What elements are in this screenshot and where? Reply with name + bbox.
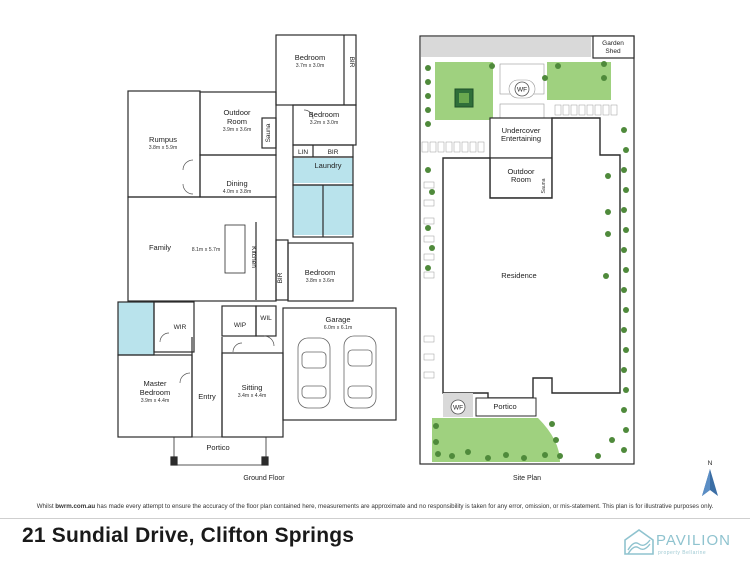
rumpus-dim: 3.8m x 5.9m — [149, 145, 178, 151]
bedroom-top-dim: 3.7m x 3.0m — [296, 63, 325, 69]
garage-label: Garage — [325, 315, 350, 324]
disclaimer-text: has made every attempt to ensure the acc… — [95, 503, 714, 510]
garage-dim: 6.0m x 6.1m — [324, 325, 353, 331]
garden-shed — [592, 35, 635, 59]
outdoor-room-label-2: Room — [227, 117, 247, 126]
portico-walls — [173, 436, 267, 466]
site-portico — [475, 397, 537, 417]
site-sauna-label: Sauna — [541, 178, 547, 193]
sitting-label: Sitting — [242, 383, 263, 392]
garden-shed-label-2: Shed — [605, 48, 621, 55]
disclaimer: Whilst bwrm.com.au has made every attemp… — [0, 503, 750, 510]
brand-name: PAVILION — [656, 532, 731, 549]
bedroom-third-walls — [287, 242, 354, 302]
north-arrow-icon: N — [702, 460, 718, 496]
rear-lawn-right — [547, 62, 611, 100]
bir-top-label: BIR — [348, 57, 355, 68]
dining-label: Dining — [226, 179, 247, 188]
residence-footprint — [442, 117, 621, 399]
dining-dim: 4.0m x 3.8m — [223, 189, 252, 195]
bedroom-third-label: Bedroom — [305, 268, 335, 277]
site-plan-caption: Site Plan — [513, 475, 541, 482]
sauna-label: Sauna — [265, 123, 272, 142]
sitting-dim: 3.4m x 4.4m — [238, 393, 267, 399]
outdoor-room-label-1: Outdoor — [223, 108, 251, 117]
garage-cars — [297, 335, 377, 409]
footer-divider — [0, 518, 750, 519]
master-label-1: Master — [144, 379, 167, 388]
ground-floor-caption: Ground Floor — [243, 475, 285, 482]
bir-laundry-label: BIR — [328, 149, 339, 156]
garden-shed-label-1: Garden — [602, 40, 624, 47]
entry-label: Entry — [198, 392, 216, 401]
lin-label: LIN — [298, 149, 308, 156]
wip-label: WIP — [234, 322, 246, 329]
north-label: N — [708, 460, 713, 467]
brand-tagline: property Bellarine — [658, 550, 707, 556]
undercover-entertaining — [489, 117, 553, 159]
outdoor-room-dim: 3.9m x 3.6m — [223, 127, 252, 133]
rear-paving — [421, 37, 591, 57]
wf-bottom-label: WF — [453, 405, 463, 412]
wil-label: WIL — [260, 315, 272, 322]
wir-label: WIR — [174, 324, 187, 331]
wf-top-label: WF — [517, 87, 527, 94]
bir-bedroom3-label: BIR — [277, 272, 284, 283]
pavilion-logo-icon — [624, 529, 654, 555]
site-portico-label: Portico — [493, 402, 516, 411]
disclaimer-prefix: Whilst — [36, 503, 56, 510]
undercover-label-2: Entertaining — [501, 134, 541, 143]
laundry-wet-area — [293, 158, 353, 183]
bedroom-top-label: Bedroom — [295, 53, 325, 62]
site-outdoor-label-1: Outdoor — [507, 167, 535, 176]
laundry-label: Laundry — [314, 161, 341, 170]
family-label: Family — [149, 243, 171, 252]
site-outdoor-label-2: Room — [511, 175, 531, 184]
family-dim: 8.1m x 5.7m — [192, 247, 221, 253]
kitchen-label: Kitchen — [250, 246, 257, 268]
door-swings — [159, 109, 314, 384]
portico-label: Portico — [206, 443, 229, 452]
disclaimer-site: bwrm.com.au — [55, 503, 96, 510]
bedroom-second-label: Bedroom — [309, 110, 339, 119]
property-address: 21 Sundial Drive, Clifton Springs — [22, 524, 355, 547]
ensuite-wet-area — [118, 302, 154, 355]
rumpus-label: Rumpus — [149, 135, 177, 144]
bedroom-second-dim: 3.2m x 3.0m — [310, 120, 339, 126]
master-dim: 3.9m x 4.4m — [141, 398, 170, 404]
undercover-label-1: Undercover — [502, 126, 541, 135]
stepping-pavers — [421, 104, 618, 379]
garden-shrubs — [425, 61, 629, 461]
residence-label: Residence — [501, 271, 536, 280]
bedroom-third-dim: 3.8m x 3.6m — [306, 278, 335, 284]
front-lawn — [432, 418, 560, 462]
brand-logo: PAVILION property Bellarine — [622, 526, 747, 560]
master-label-2: Bedroom — [140, 388, 170, 397]
